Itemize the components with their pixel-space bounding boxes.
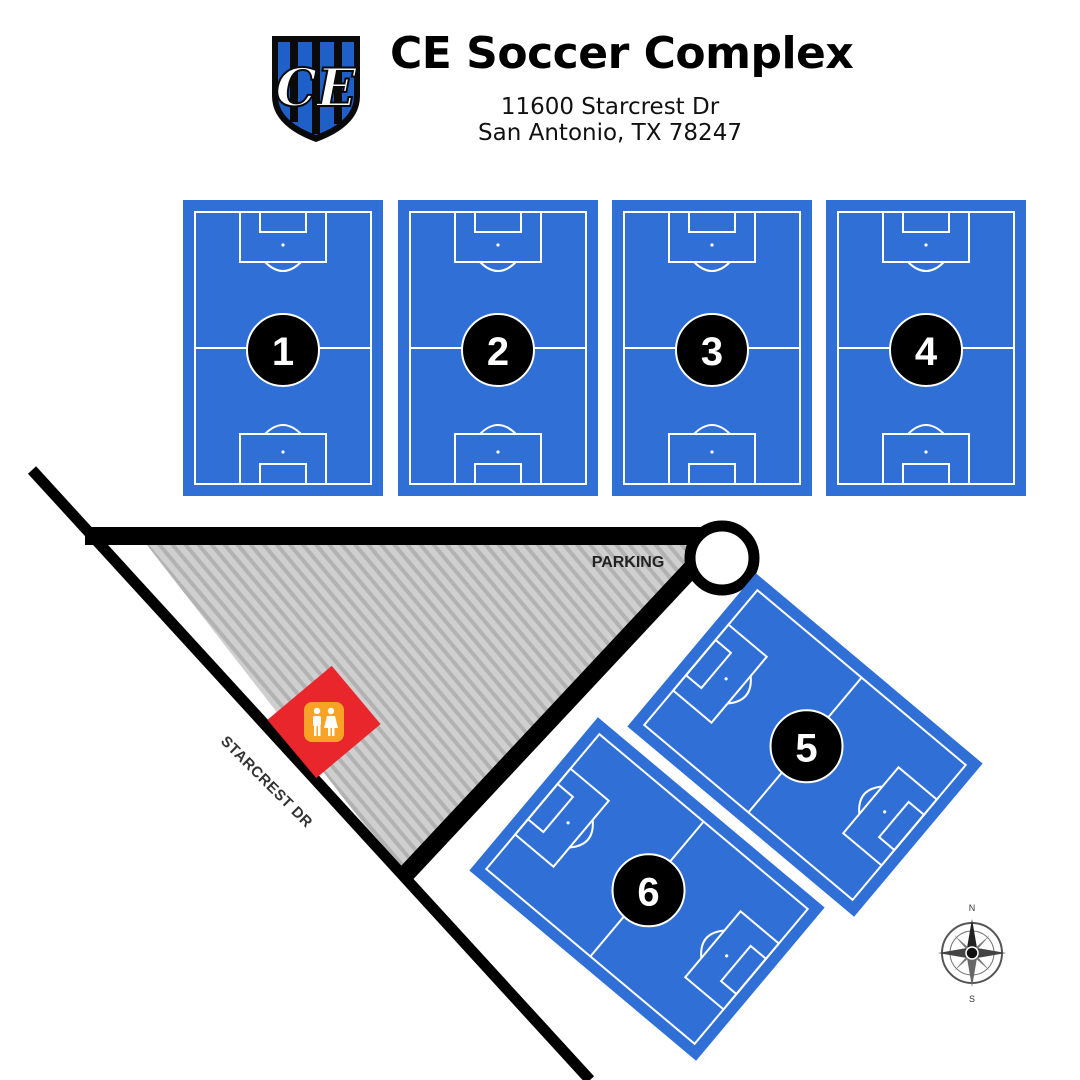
compass-south: S xyxy=(969,994,975,1004)
field-3[interactable]: 3 xyxy=(611,199,813,497)
parking-lot xyxy=(90,536,720,876)
field-number: 3 xyxy=(701,330,723,374)
field-number: 2 xyxy=(487,330,509,374)
road xyxy=(27,466,595,1080)
address-line-2: San Antonio, TX 78247 xyxy=(478,120,742,146)
restroom-icon xyxy=(313,707,338,736)
compass-icon: N S xyxy=(938,903,1006,1004)
address-line-1: 11600 Starcrest Dr xyxy=(500,94,720,120)
field-number: 5 xyxy=(795,726,817,770)
field-2[interactable]: 2 xyxy=(397,199,599,497)
field-number: 1 xyxy=(272,330,294,374)
page-title: CE Soccer Complex xyxy=(390,28,854,79)
field-number: 6 xyxy=(637,870,659,914)
header: CE CE Soccer Complex 11600 Starcrest Dr … xyxy=(0,0,1080,170)
field-4[interactable]: 4 xyxy=(825,199,1027,497)
cul-de-sac xyxy=(684,520,760,596)
field-number: 4 xyxy=(915,330,938,374)
logo-text: CE xyxy=(275,58,357,119)
field-5[interactable]: 5 xyxy=(626,572,984,918)
field-1[interactable]: 1 xyxy=(182,199,384,497)
ce-logo: CE xyxy=(272,36,360,142)
restroom-marker[interactable] xyxy=(267,665,381,779)
compass-north: N xyxy=(969,903,976,913)
field-6[interactable]: 6 xyxy=(468,716,826,1062)
address: 11600 Starcrest Dr San Antonio, TX 78247 xyxy=(460,94,760,146)
parking-label: PARKING xyxy=(592,554,665,571)
